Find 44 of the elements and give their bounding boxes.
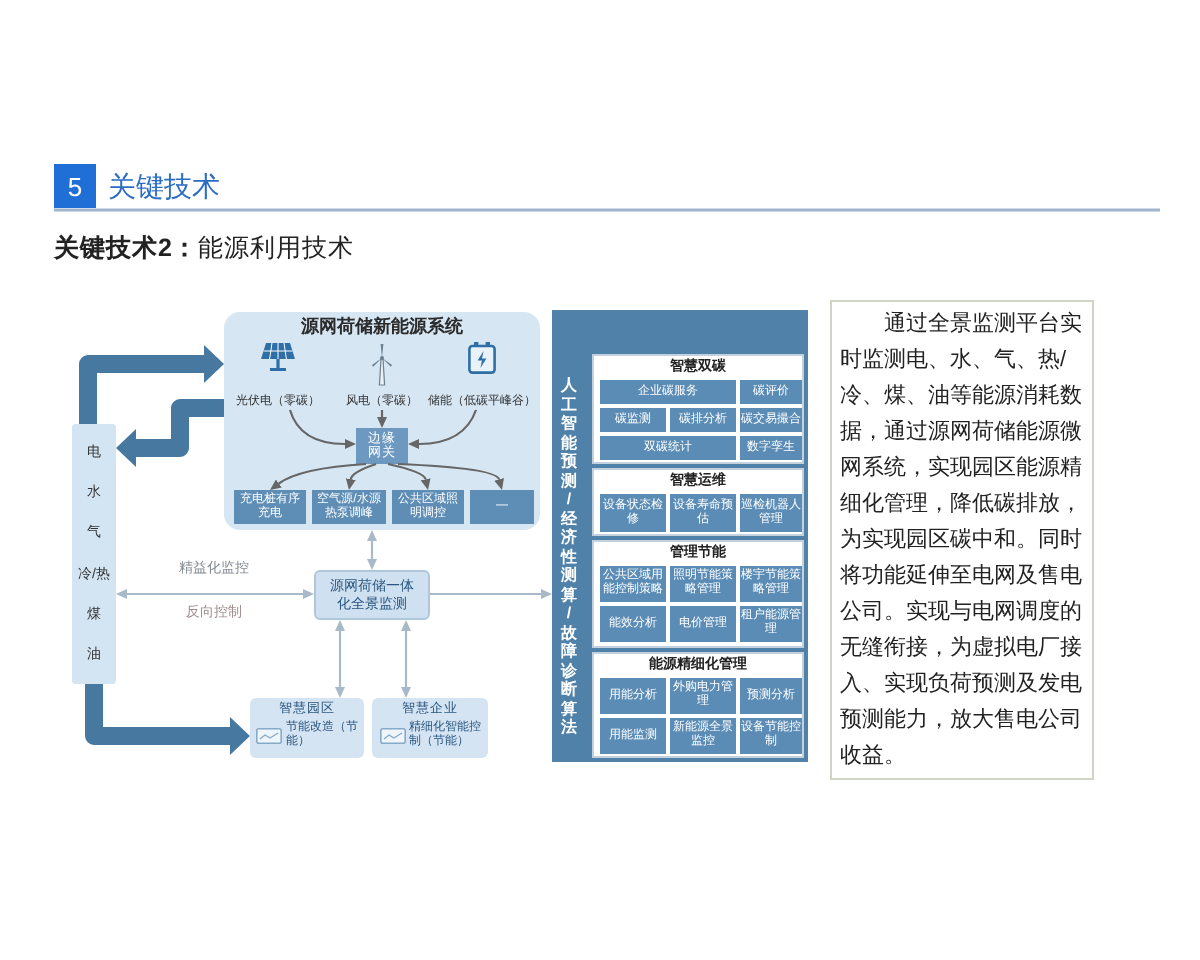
arrow [85,684,250,755]
arrow [377,410,387,428]
arrow [430,589,552,599]
arrow [346,462,377,490]
module-group [592,540,804,648]
process-box [372,698,488,758]
function-box [600,678,666,714]
paragraph: 通过全景监测平台实时监测电、水、气、热/冷、煤、油等能源消耗数据，通过源网荷储能源微网系统，实现园区能源精细化管理，降低碳排放，为实现园区碳中和。同时将功能延伸至电网及售电公司。实现与电网调度的无缝衔接，为虚拟电厂接入、实现负荷预测及发电预测能力，放大售电公司收益。 [840,309,1084,772]
function-box [600,718,666,754]
arrow [269,462,367,490]
function-box [740,408,802,432]
function-box [600,380,736,404]
double-arrow [367,530,377,570]
subtitle: 关键技术2：能源利用技术 [54,234,354,264]
system-panel [224,312,540,530]
function-box [740,436,802,460]
process-box [250,698,364,758]
section-title: 关键技术 [108,168,220,204]
function-box [740,380,802,404]
double-arrow [335,620,345,698]
panel-title: 源网荷储新能源系统 [301,316,463,338]
section-number: 5 [54,164,96,208]
arrow [387,462,431,490]
function-box [740,678,802,714]
process-box [470,490,534,524]
module-group [592,354,804,464]
function-box [600,606,666,642]
double-arrow [401,620,411,698]
function-box [670,408,736,432]
arrow [116,399,224,467]
function-box [670,606,736,642]
module-group [592,468,804,536]
function-box [600,408,666,432]
double-arrow [116,589,314,599]
arrow [288,409,356,449]
module-group [592,652,804,758]
vertical-label: 人工智能预测/经济性测算/故障诊断算法 [560,375,578,737]
arrow [397,462,505,489]
gateway-box [356,428,408,464]
module-panel [552,310,808,762]
energy-panel [72,424,116,684]
process-box [314,570,430,620]
arrow [408,409,477,449]
function-box [600,436,736,460]
